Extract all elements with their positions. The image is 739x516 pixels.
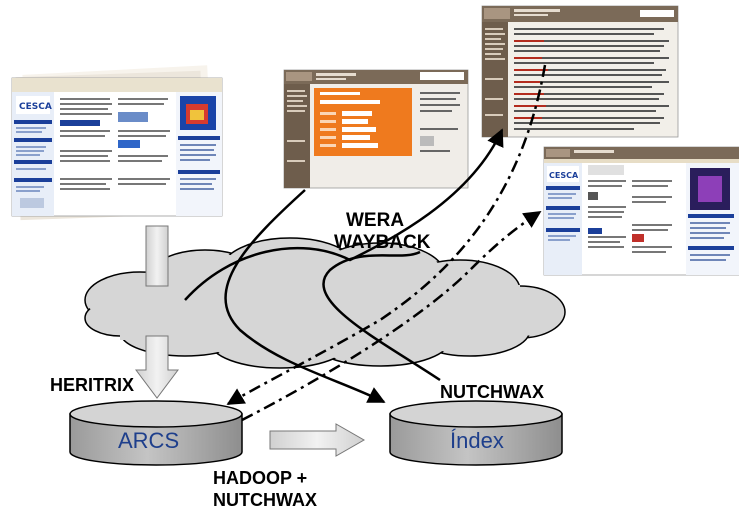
hadoop-label-line2: NUTCHWAX [213, 490, 317, 510]
dashdot-lines [226, 64, 547, 422]
arcs-label: ARCS [118, 428, 179, 453]
heritrix-crawl-arrow [135, 225, 179, 399]
connector-lines [184, 128, 504, 404]
cesca-site-archived-screenshot: CESCA [543, 146, 739, 276]
wera-label: WERA [346, 210, 404, 231]
wera-results-screenshot [481, 5, 679, 138]
wera-to-index-line [224, 189, 386, 404]
wera-search-screenshot [283, 69, 469, 189]
nutchwax-loop-line [322, 250, 441, 382]
hadoop-indexing-arrow [269, 423, 366, 457]
heritrix-label: HERITRIX [50, 375, 134, 395]
wayback-label: WAYBACK [334, 232, 431, 253]
arcs-storage-cylinder [69, 400, 243, 466]
index-label: Índex [450, 428, 504, 453]
cesca-site-original-screenshot: CESCA [11, 65, 223, 221]
svg-text:CESCA: CESCA [549, 171, 579, 180]
hadoop-label-line1: HADOOP + [213, 468, 307, 488]
results-to-arcs-line [226, 64, 547, 406]
index-storage-cylinder [389, 400, 563, 466]
svg-text:CESCA: CESCA [19, 102, 52, 112]
arcs-to-archived-line [241, 210, 542, 422]
nutchwax-top-label: NUTCHWAX [440, 382, 544, 402]
